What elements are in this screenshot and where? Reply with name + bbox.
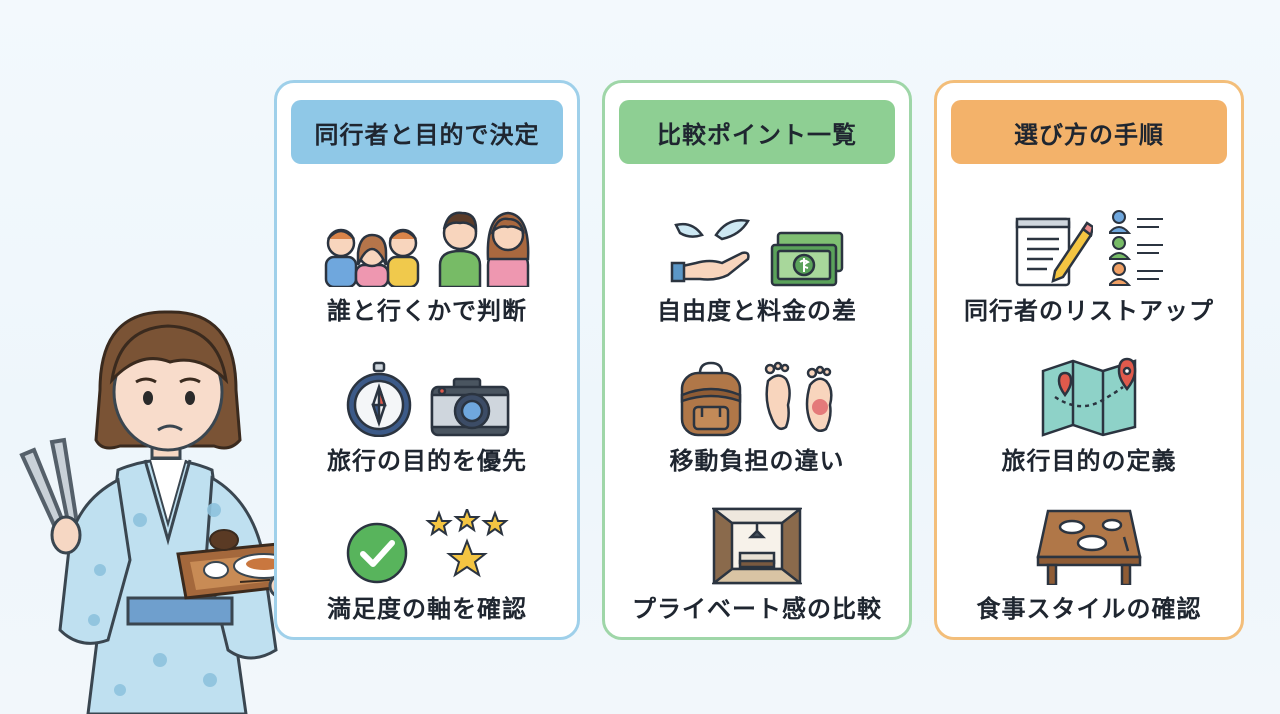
couple-icon: [438, 211, 530, 287]
item-check-meal-style: 食事スタイルの確認: [937, 503, 1241, 643]
item-label: 誰と行くかで判断: [327, 297, 527, 325]
people-list-icon: [1109, 210, 1163, 286]
item-label: 同行者のリストアップ: [964, 297, 1214, 325]
item-list-companions: 同行者のリストアップ: [937, 205, 1241, 345]
family-group-icon: [324, 228, 420, 287]
item-travel-burden: 移動負担の違い: [605, 355, 909, 495]
map-pin-icon: [1041, 357, 1137, 437]
item-label: 満足度の軸を確認: [327, 595, 527, 623]
compass-icon: [346, 361, 412, 437]
woman-in-yukata-illustration: [0, 310, 330, 714]
tongs-icon: [19, 437, 81, 541]
item-define-purpose: 旅行目的の定義: [937, 355, 1241, 495]
panel-title: 選び方の手順: [951, 100, 1227, 164]
stars-icon: [425, 509, 509, 578]
notepad-pencil-icon: [1015, 217, 1093, 287]
item-label: 食事スタイルの確認: [976, 595, 1202, 623]
item-satisfaction-axis: 満足度の軸を確認: [277, 503, 577, 643]
item-freedom-and-price: 自由度と料金の差: [605, 205, 909, 345]
item-who-to-go-with: 誰と行くかで判断: [277, 205, 577, 345]
checkmark-icon: [346, 522, 408, 584]
item-label: 旅行目的の定義: [1001, 447, 1177, 475]
winged-hand-icon: [670, 219, 750, 283]
panel-title: 比較ポイント一覧: [619, 100, 895, 164]
dining-table-icon: [1036, 509, 1142, 585]
item-label: プライベート感の比較: [632, 595, 882, 623]
camera-icon: [430, 377, 510, 437]
panel-title: 同行者と目的で決定: [291, 100, 563, 164]
private-room-icon: [712, 507, 802, 585]
item-label: 自由度と料金の差: [657, 297, 857, 325]
item-privacy: プライベート感の比較: [605, 503, 909, 643]
banknote-icon: [770, 231, 844, 287]
item-label: 旅行の目的を優先: [327, 447, 527, 475]
sore-feet-icon: [764, 361, 833, 432]
panel-selection-steps: 選び方の手順: [934, 80, 1244, 640]
panel-comparison-points: 比較ポイント一覧 自由度と料金の差: [602, 80, 912, 640]
backpack-icon: [680, 361, 742, 437]
item-travel-purpose: 旅行の目的を優先: [277, 355, 577, 495]
panel-companion-purpose: 同行者と目的で決定: [274, 80, 580, 640]
item-label: 移動負担の違い: [669, 447, 845, 475]
